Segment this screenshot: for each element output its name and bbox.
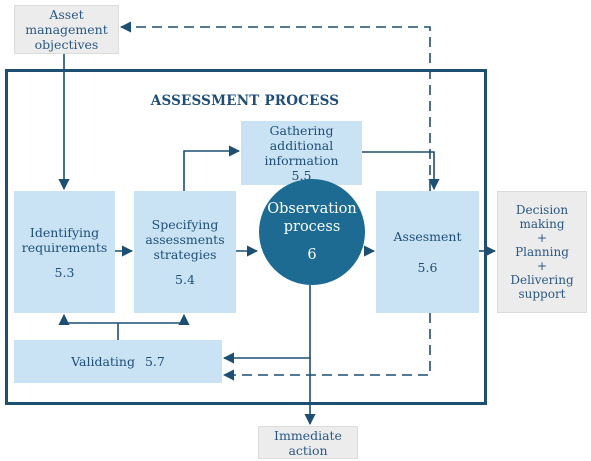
asset-management-objectives-box: Asset management objectives <box>14 5 119 54</box>
decision-line-7: support <box>518 287 566 301</box>
specifying-line-2: assessments <box>145 232 225 247</box>
specifying-strategies-box: Specifying assessments strategies 5.4 <box>134 191 236 313</box>
gathering-line-3: information <box>264 153 339 168</box>
identifying-line-2: requirements <box>21 239 108 255</box>
assessment-to-objectives-dashed-arrow <box>119 21 431 191</box>
decision-line-4: Planning <box>515 245 569 259</box>
decision-line-3: + <box>536 231 548 245</box>
assessment-number: 5.6 <box>417 260 438 275</box>
specifying-line-3: strategies <box>153 247 217 262</box>
observation-process-circle: Observation process 6 <box>259 179 365 285</box>
observation-line-1: Observation <box>267 201 357 217</box>
decision-line-6: Delivering <box>510 273 574 287</box>
decision-line-1: Decision <box>515 203 569 217</box>
gathering-to-assessment-arrow <box>362 151 440 191</box>
gathering-line-2: additional <box>269 138 334 153</box>
identifying-number: 5.3 <box>54 264 75 280</box>
immediate-line-1: Immediate <box>274 427 342 443</box>
observation-number: 6 <box>307 247 317 263</box>
gathering-information-box: Gathering additional information 5.5 <box>241 121 362 185</box>
validating-number: 5.7 <box>144 354 165 369</box>
decision-line-5: + <box>536 259 548 273</box>
assessment-process-frame <box>5 69 487 405</box>
immediate-line-2: action <box>288 442 328 458</box>
objectives-line-2: management <box>25 22 108 37</box>
assessment-box: Assesment 5.6 <box>376 191 479 313</box>
specifying-to-gathering-arrow <box>183 145 241 191</box>
decision-making-box: Decision making + Planning + Delivering … <box>497 191 587 313</box>
gathering-line-1: Gathering <box>269 123 334 138</box>
identifying-requirements-box: Identifying requirements 5.3 <box>14 191 115 313</box>
observation-line-2: process <box>283 219 341 235</box>
assessment-line-1: Assesment <box>393 229 462 244</box>
observation-to-validating-arrow <box>222 285 311 364</box>
specifying-line-1: Specifying <box>151 217 219 232</box>
objectives-line-3: objectives <box>34 37 99 52</box>
identifying-line-1: Identifying <box>29 224 100 240</box>
assessment-to-validating-dashed-arrow <box>222 313 431 381</box>
diagram-title: ASSESSMENT PROCESS <box>150 93 340 109</box>
validating-label: Validating <box>71 354 135 369</box>
decision-line-2: making <box>519 217 565 231</box>
objectives-line-1: Asset <box>49 7 84 22</box>
specifying-number: 5.4 <box>175 272 195 287</box>
immediate-action-box: Immediate action <box>258 426 358 459</box>
validating-box: Validating 5.7 <box>14 340 222 383</box>
